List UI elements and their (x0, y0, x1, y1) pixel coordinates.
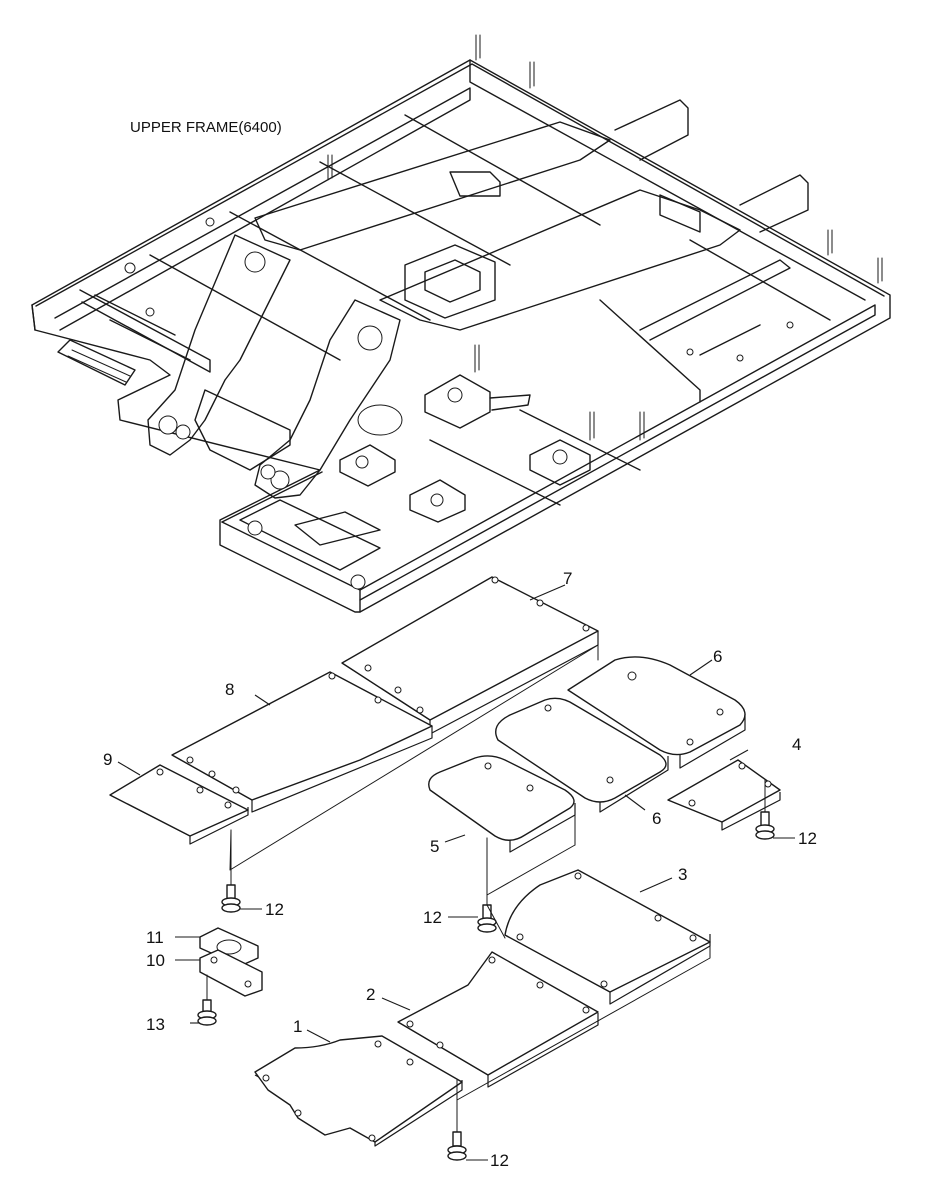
upper-frame (31, 34, 891, 613)
callout-5: 5 (430, 837, 439, 856)
callout-leaders (117, 584, 795, 1161)
callout-3: 3 (678, 865, 687, 884)
bolt-13 (197, 974, 217, 1026)
callout-12-left: 12 (265, 900, 284, 919)
plate-10 (199, 949, 263, 997)
cover-plate-6-lower (495, 697, 669, 813)
gasket-plate-11 (199, 927, 259, 967)
cover-plate-3 (504, 869, 711, 1005)
cover-plate-7 (341, 576, 599, 735)
cover-plate-1 (254, 1035, 463, 1147)
callout-6-upper: 6 (713, 647, 722, 666)
callout-4: 4 (792, 735, 801, 754)
callout-13: 13 (146, 1015, 165, 1034)
callout-1: 1 (293, 1017, 302, 1036)
bolt-12-left (221, 829, 241, 913)
callout-9: 9 (103, 750, 112, 769)
cover-plate-8 (171, 671, 433, 813)
callout-12-bottom: 12 (490, 1151, 509, 1170)
callout-8: 8 (225, 680, 234, 699)
callout-10: 10 (146, 951, 165, 970)
callout-6-lower: 6 (652, 809, 661, 828)
cover-plate-4 (667, 759, 781, 831)
callout-7: 7 (563, 569, 572, 588)
bolt-12-right (755, 779, 775, 840)
cover-plate-5 (428, 755, 576, 853)
cover-plate-9 (109, 764, 249, 845)
callout-11: 11 (146, 928, 164, 947)
bolt-12-bottom (447, 1079, 467, 1161)
callout-12-center: 12 (423, 908, 442, 927)
callout-2: 2 (366, 985, 375, 1004)
cover-plate-6-upper (567, 656, 746, 769)
frame-title: UPPER FRAME(6400) (130, 119, 282, 136)
callout-12-right: 12 (798, 829, 817, 848)
